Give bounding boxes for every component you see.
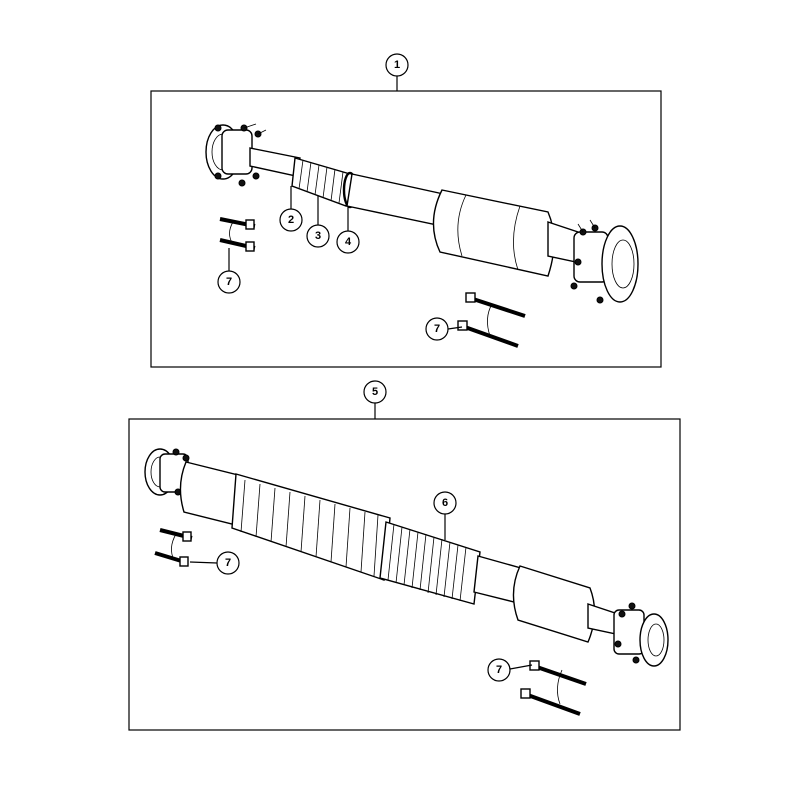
callout-7-label: 7 [225, 557, 231, 569]
callout-6-label: 6 [442, 497, 448, 509]
callout-5[interactable]: 5 [363, 380, 387, 419]
left-flange-icon [205, 123, 267, 187]
callout-7-upper-left[interactable]: 7 [217, 248, 241, 294]
lower-panel: 5 [128, 380, 681, 731]
callout-7-label: 7 [496, 664, 502, 676]
callout-5-label: 5 [372, 386, 378, 398]
lower-panel-frame [128, 418, 681, 731]
callout-1-label: 1 [394, 59, 400, 71]
callout-4[interactable]: 4 [336, 206, 360, 254]
callout-1[interactable]: 1 [385, 53, 409, 91]
bolt-set-icon [520, 660, 587, 716]
callout-2-label: 2 [288, 214, 294, 226]
bolt-set-icon [457, 292, 526, 348]
bolt-set-icon [219, 217, 256, 252]
callout-6[interactable]: 6 [433, 491, 457, 540]
callout-2[interactable]: 2 [279, 186, 303, 232]
upper-panel-frame [150, 90, 662, 368]
boot-icon [291, 157, 351, 207]
ribbed-tube-icon [231, 473, 391, 581]
callout-3[interactable]: 3 [306, 196, 330, 248]
upper-panel: 1 [150, 53, 662, 368]
callout-4-label: 4 [345, 236, 352, 248]
bolt-set-icon [154, 528, 193, 567]
bellows-boot-icon [379, 521, 481, 605]
upper-drive-shaft[interactable] [205, 123, 639, 304]
callout-7-lower-right[interactable]: 7 [487, 658, 533, 682]
right-flange-icon [570, 219, 639, 304]
housing-icon [432, 189, 555, 277]
right-flange-icon [613, 602, 669, 667]
callout-7-upper-right[interactable]: 7 [425, 317, 463, 341]
callout-7-lower-left[interactable]: 7 [189, 551, 240, 575]
callout-3-label: 3 [315, 230, 321, 242]
lower-drive-shaft[interactable] [144, 448, 669, 667]
callout-7-label: 7 [434, 323, 440, 335]
callout-7-label: 7 [226, 276, 232, 288]
